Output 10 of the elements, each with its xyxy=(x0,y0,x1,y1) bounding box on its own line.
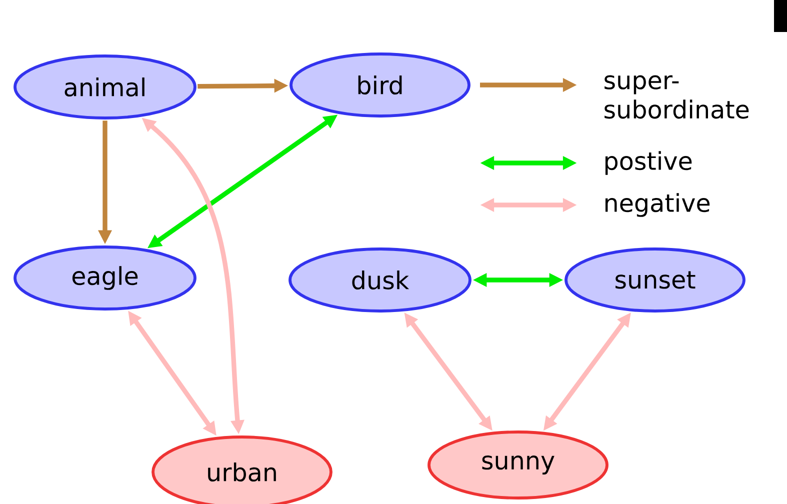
legend-text: super-subordinate xyxy=(604,75,749,119)
ellipse-node: eagle xyxy=(14,246,196,310)
ellipse-node: animal xyxy=(14,54,196,120)
ellipse-node: dusk xyxy=(288,248,472,312)
legend-text: negative xyxy=(605,193,710,217)
ellipse-node: sunset xyxy=(564,248,746,312)
legend-text: postive xyxy=(605,151,692,175)
ellipse-node: urban xyxy=(152,436,332,504)
ellipse-node: bird xyxy=(290,52,470,118)
ellipse-node: sunny xyxy=(428,430,608,500)
